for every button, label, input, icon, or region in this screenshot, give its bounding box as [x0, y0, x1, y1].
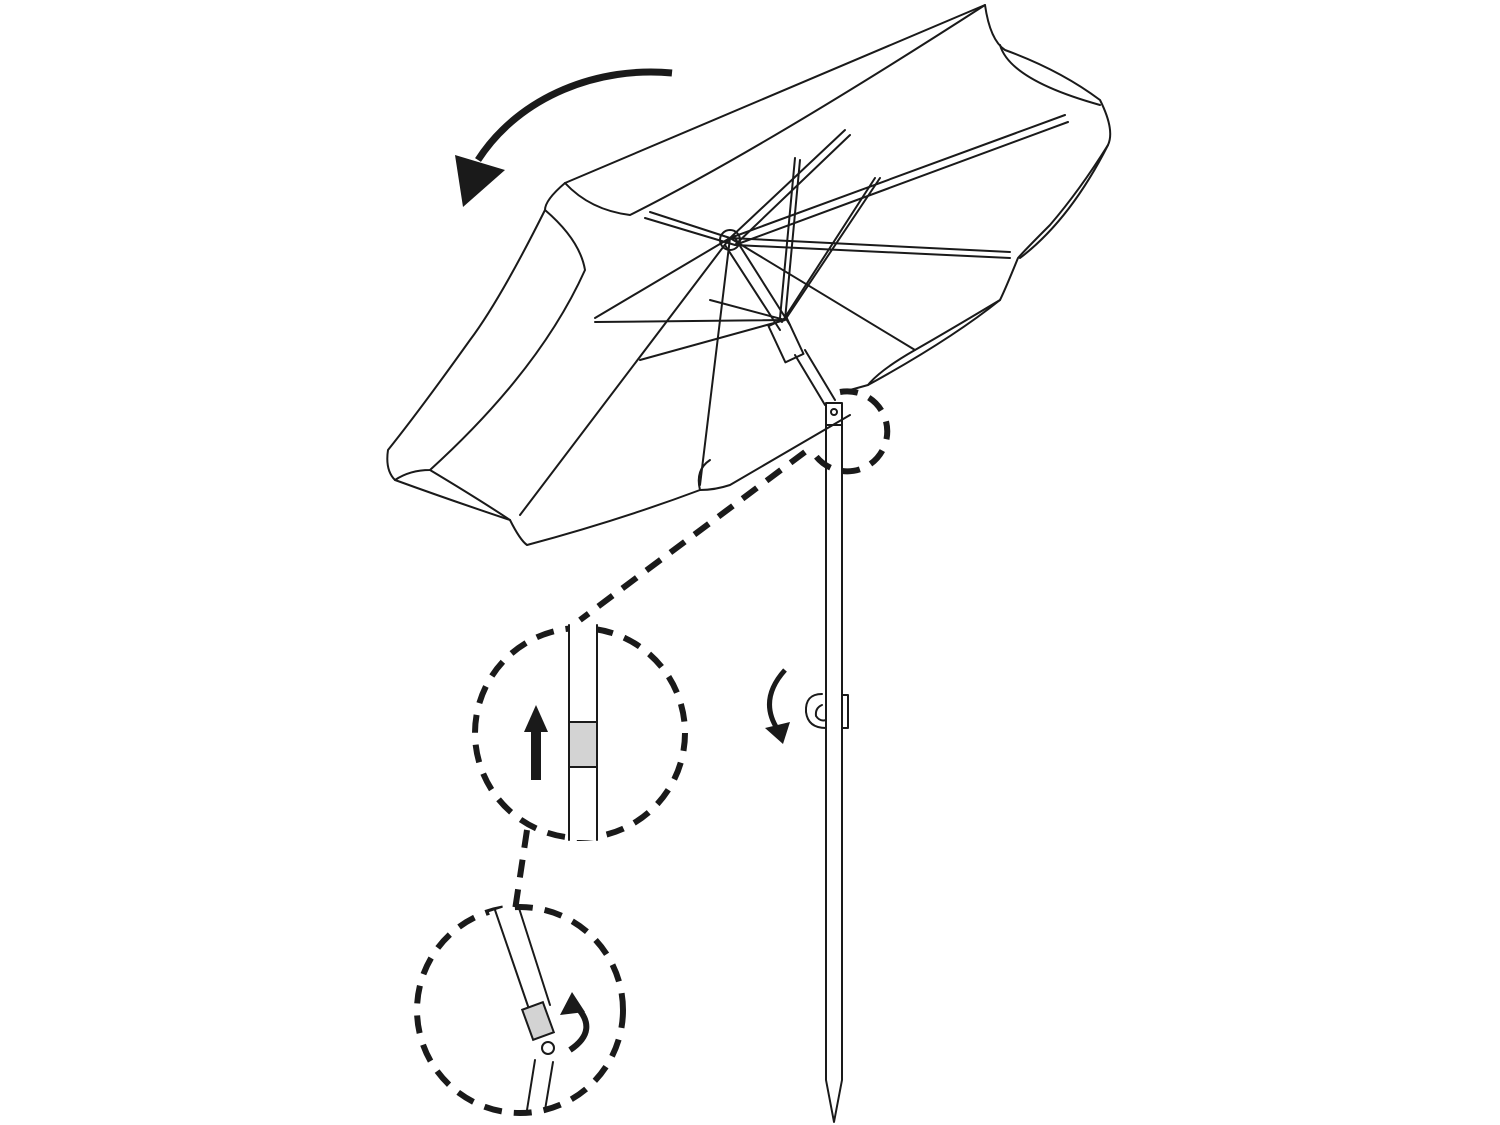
umbrella-canopy: [386, 4, 1112, 546]
clamp-rotate-arrow-icon: [765, 668, 790, 744]
arrow-up-icon: [524, 705, 548, 780]
tilt-arrow-icon: [455, 68, 673, 207]
umbrella-pole: [724, 237, 849, 1123]
detail-slide-up: [524, 624, 598, 841]
rotate-arrow-icon: [560, 992, 590, 1053]
detail-callouts: [414, 388, 891, 1116]
umbrella-ribs: [519, 114, 1069, 516]
detail-tilt-joint: [488, 904, 590, 1111]
